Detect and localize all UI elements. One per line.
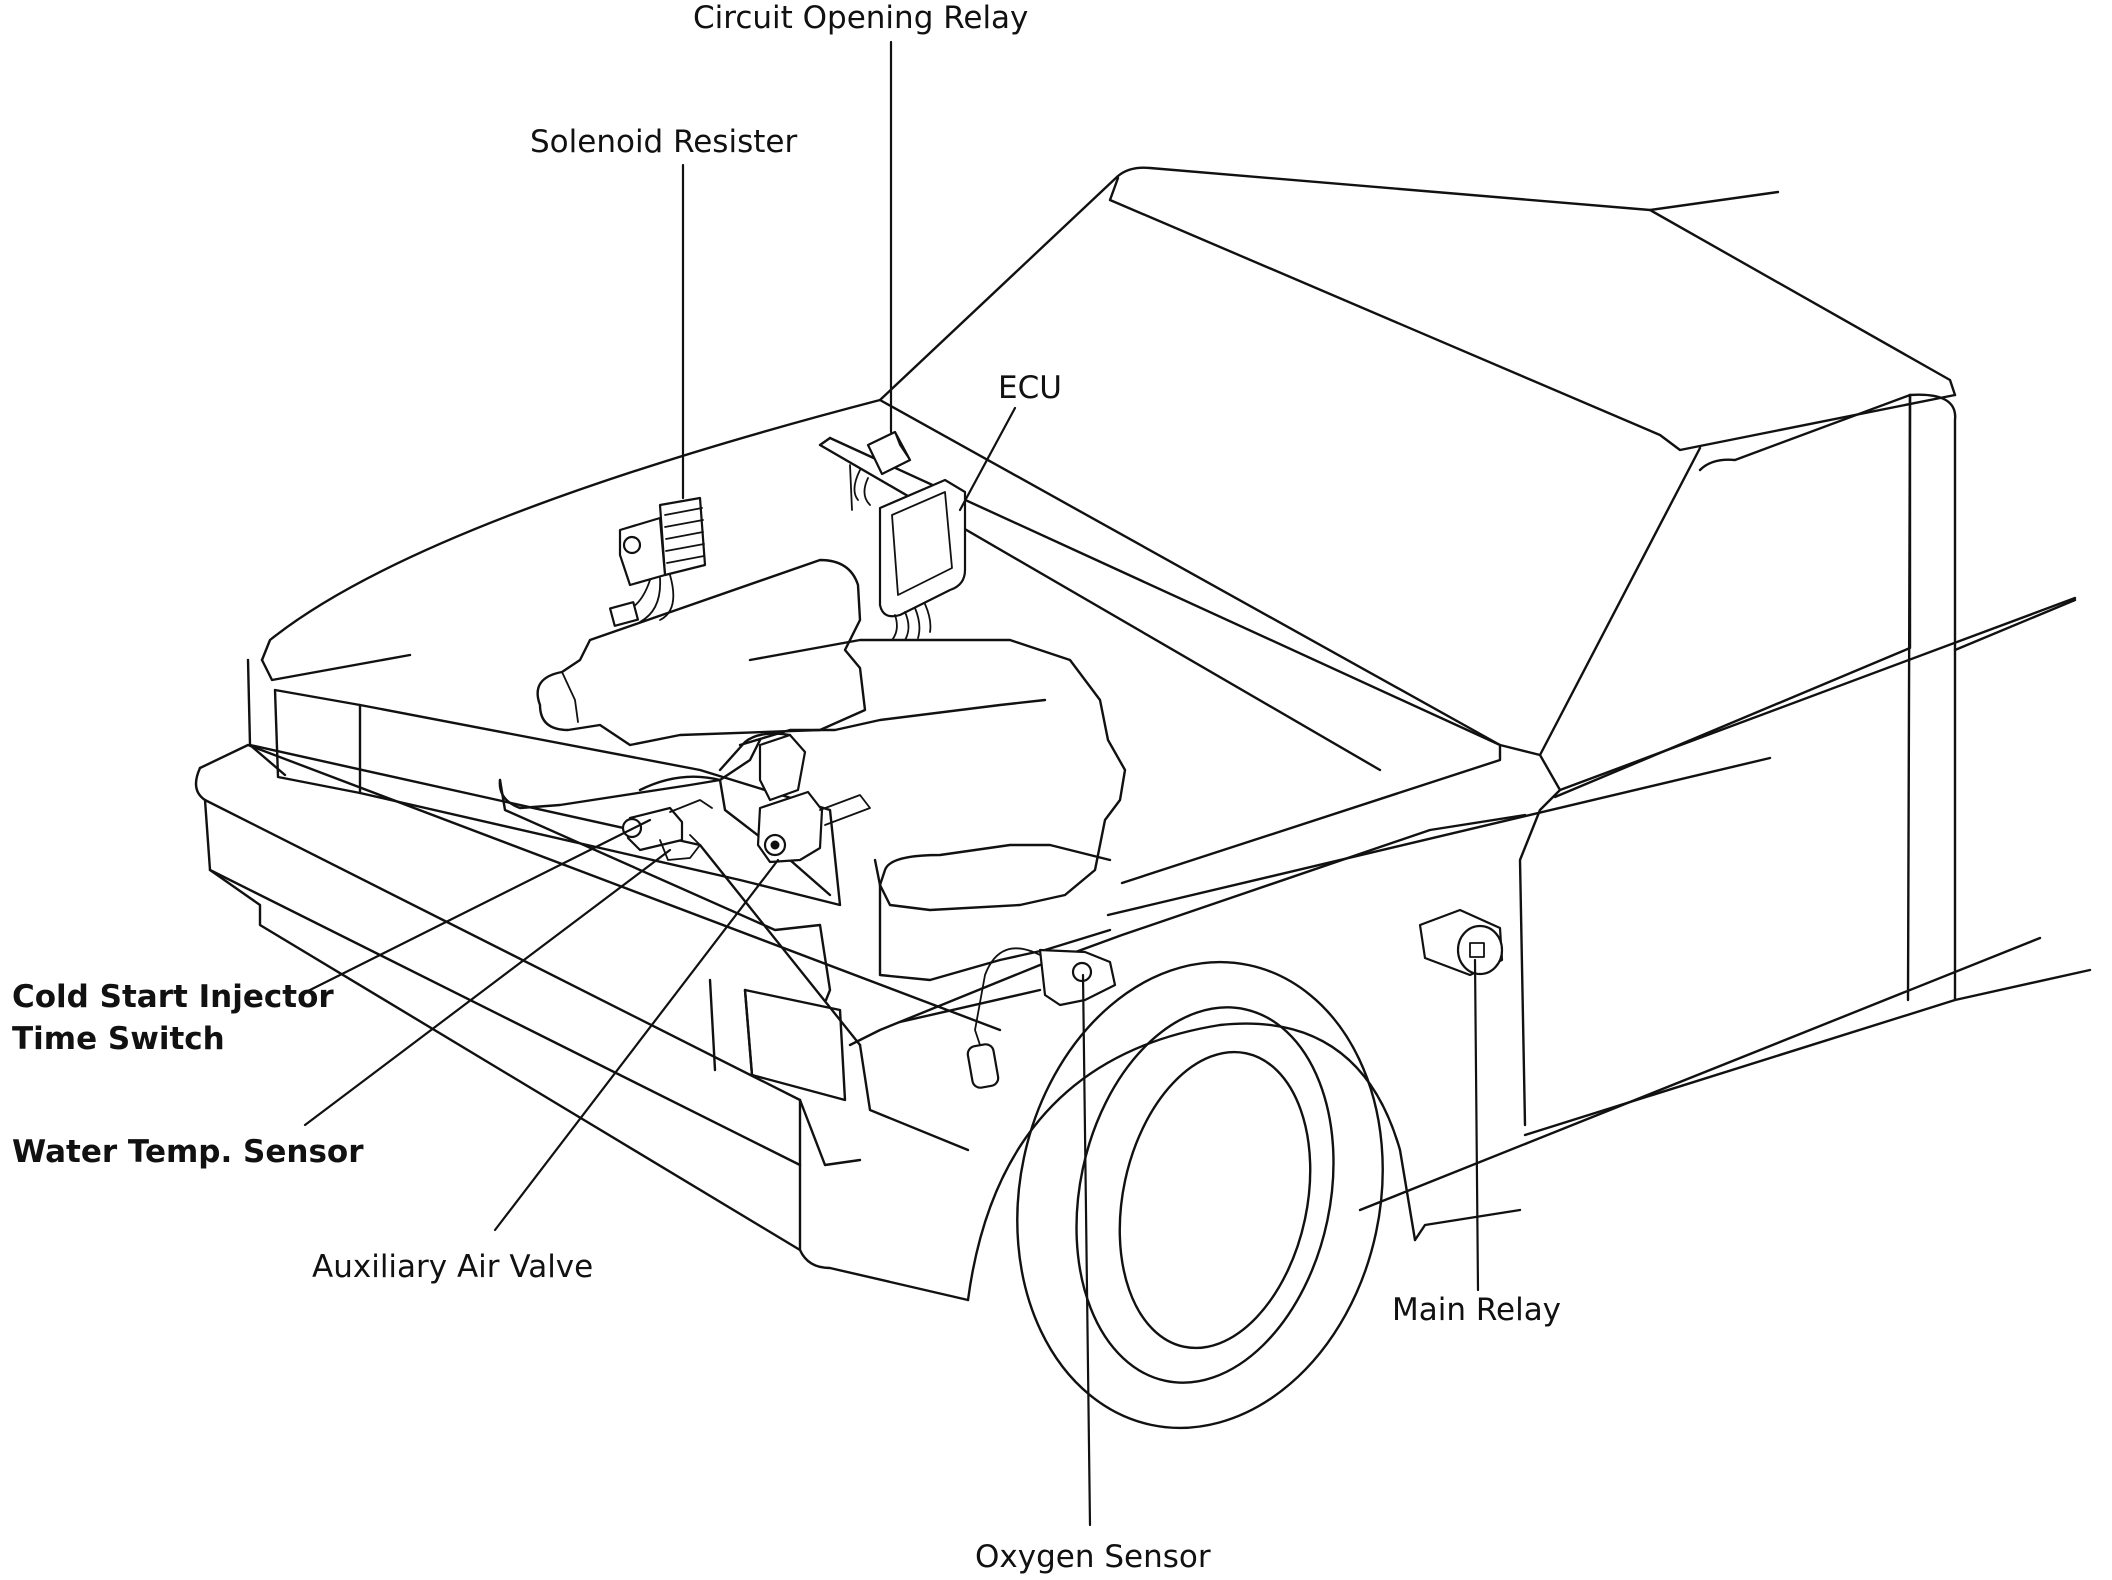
label-oxygen-sensor: Oxygen Sensor (975, 1539, 1211, 1575)
air-cleaner-lip (561, 671, 579, 723)
grille-box (358, 703, 842, 907)
aux-air-valve-top (758, 733, 807, 802)
truck-body (194, 166, 2092, 1430)
circuit-opening-relay-part (849, 430, 912, 511)
engine-block-left (498, 738, 762, 810)
leader-water-temp (303, 848, 672, 1127)
front-wheel-rim (1118, 1050, 1312, 1350)
headlight-left (273, 688, 362, 795)
rear-lower-line (1953, 968, 2092, 1002)
door-rear-edge (1906, 393, 1912, 1002)
leader-oxygen-sensor (1081, 973, 1092, 1527)
solenoid-bracket-hole (622, 535, 642, 555)
right-fender-edge (898, 988, 1042, 1024)
cab-roof (878, 166, 1957, 402)
ecu-inner (891, 491, 953, 596)
right-fender-lower (858, 1043, 970, 1152)
oxygen-sensor-wire (974, 947, 1041, 1046)
label-cold-start-injector-1: Cold Start Injector (12, 979, 334, 1015)
grille-vertical-2 (743, 988, 754, 1077)
side-window (1553, 393, 1912, 799)
aux-air-valve-port-center (770, 840, 780, 850)
door-front-edge (1523, 393, 1957, 1137)
relay-wires (849, 464, 871, 511)
ecu-part (878, 478, 967, 641)
cab-roof-inner (1108, 176, 1957, 452)
auxiliary-air-valve-part (756, 733, 871, 864)
hood-outline (260, 398, 1502, 885)
label-main-relay: Main Relay (1392, 1292, 1561, 1328)
solenoid-bracket (618, 516, 667, 587)
engine-lower (878, 883, 1112, 982)
windshield-lower (828, 436, 1702, 757)
grille-vertical-1 (708, 978, 717, 1072)
leader-ecu (958, 406, 1017, 512)
upper-hose (718, 732, 792, 772)
bumper-lower-face (208, 868, 802, 1252)
label-cold-start-injector-2: Time Switch (12, 1021, 225, 1057)
main-relay-part (1418, 908, 1504, 977)
ecu-body (878, 478, 967, 618)
valve-cover (748, 638, 1127, 912)
engine-front-lower (878, 843, 1112, 887)
air-cleaner (536, 558, 867, 747)
bumper-end (798, 1098, 862, 1167)
door-crease (1106, 756, 1772, 917)
leader-aux-air-valve (493, 858, 780, 1232)
radiator (498, 778, 832, 1002)
main-relay-socket (1469, 942, 1485, 958)
wheel-arch-rear (1413, 1208, 1522, 1242)
rear-body-line (1953, 598, 2077, 652)
wheel-arch (966, 1022, 1417, 1302)
circuit-opening-relay-face (894, 431, 911, 461)
main-relay-end (1456, 924, 1504, 976)
engine-assembly (498, 558, 1127, 1002)
oxygen-sensor-connector (966, 1043, 1000, 1089)
aux-air-valve-tube (819, 794, 871, 826)
solenoid-resister-fins (664, 507, 705, 564)
front-tire-inner (1075, 1006, 1335, 1384)
leader-main-relay (1473, 958, 1480, 1292)
hose (638, 775, 722, 792)
label-solenoid-resister: Solenoid Resister (530, 124, 797, 160)
leader-lines (298, 40, 1480, 1527)
bumper-side (198, 743, 1002, 1032)
belt-line (1558, 596, 2077, 792)
sensor-lines (669, 799, 713, 813)
label-water-temp-sensor: Water Temp. Sensor (12, 1134, 364, 1170)
label-circuit-opening-relay: Circuit Opening Relay (693, 0, 1028, 36)
label-ecu: ECU (998, 370, 1062, 406)
hood-front-edge (260, 653, 412, 682)
roof-rear-line (1648, 190, 1780, 212)
intake-manifold (738, 698, 1047, 747)
labels: Circuit Opening Relay Solenoid Resister … (12, 0, 1561, 1575)
front-tire (1016, 960, 1384, 1430)
oxygen-sensor-part (966, 947, 1117, 1089)
solenoid-resister-part (608, 496, 707, 627)
leader-cold-start (298, 818, 652, 997)
cold-start-switch-body (626, 806, 684, 852)
right-fender (848, 813, 1527, 1047)
a-pillar (1518, 753, 1562, 1127)
label-auxiliary-air-valve: Auxiliary Air Valve (312, 1249, 593, 1285)
cowl-line (818, 436, 1382, 772)
circuit-opening-relay-body (866, 430, 912, 476)
solenoid-connector (608, 601, 640, 627)
ecu-wires (891, 603, 932, 641)
rocker-line (1358, 936, 2042, 1212)
bumper-top (194, 766, 970, 1302)
